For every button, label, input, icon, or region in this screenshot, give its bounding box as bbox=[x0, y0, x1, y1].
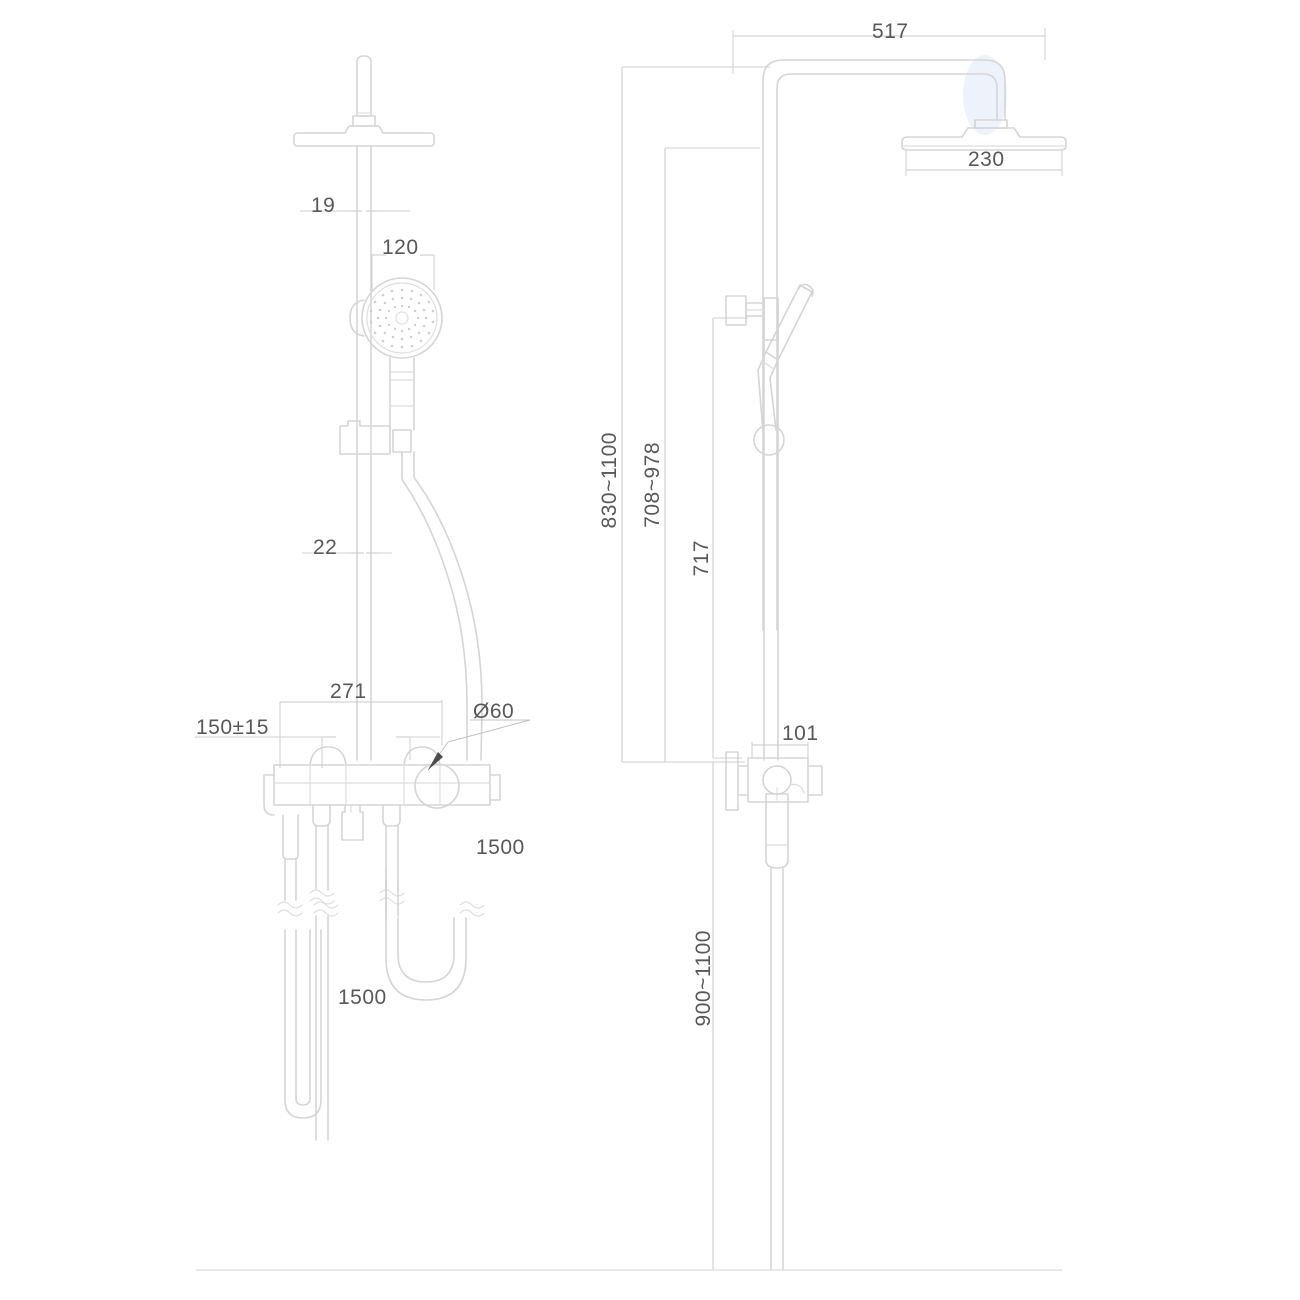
flexible-hose-upper bbox=[401, 451, 483, 761]
slide-bar-rail bbox=[356, 145, 372, 761]
thermostatic-mixer-body bbox=[263, 746, 501, 816]
side-view-geometry bbox=[725, 55, 1067, 1271]
dim-label-hose-1500-lower: 1500 bbox=[338, 986, 387, 1009]
dim-label-19: 19 bbox=[311, 194, 336, 217]
hand-shower-handle bbox=[389, 357, 415, 453]
hand-shower-side bbox=[757, 283, 814, 433]
slide-bar-rail-side bbox=[763, 299, 779, 761]
hose-ball-joint bbox=[753, 424, 785, 456]
mixer-outlets bbox=[277, 804, 405, 1141]
dim-label-hose-1500-upper: 1500 bbox=[476, 836, 525, 859]
overhead-shower-head-side bbox=[901, 119, 1067, 151]
dim-label-diameter-60: Ø60 bbox=[473, 700, 515, 723]
dim-label-708-978: 708~978 bbox=[641, 442, 664, 528]
hand-shower-head bbox=[349, 277, 443, 359]
overhead-shower-head bbox=[293, 55, 435, 147]
front-view-dimensions bbox=[195, 210, 531, 771]
shower-arm bbox=[762, 59, 1006, 631]
dim-label-271: 271 bbox=[330, 680, 367, 703]
slider-bracket bbox=[339, 420, 391, 455]
dim-label-900-1100: 900~1100 bbox=[692, 930, 715, 1027]
slider-bracket-side bbox=[725, 295, 779, 341]
dim-label-717: 717 bbox=[690, 540, 713, 577]
dim-label-120: 120 bbox=[382, 236, 419, 259]
blue-haze-artifact bbox=[963, 55, 1007, 135]
side-view-dimensions bbox=[196, 28, 1063, 1271]
front-view-geometry bbox=[263, 55, 501, 1141]
spray-pattern bbox=[369, 288, 435, 349]
dim-label-517: 517 bbox=[872, 20, 909, 43]
dim-label-22: 22 bbox=[313, 536, 338, 559]
thermostatic-mixer-body-side bbox=[725, 751, 823, 1271]
dim-label-830-1100: 830~1100 bbox=[598, 432, 621, 529]
dim-label-230: 230 bbox=[968, 148, 1005, 171]
dim-label-150-plus-minus-15: 150±15 bbox=[196, 716, 269, 739]
dim-label-101: 101 bbox=[782, 722, 819, 745]
flexible-hose-lower bbox=[385, 869, 485, 1001]
